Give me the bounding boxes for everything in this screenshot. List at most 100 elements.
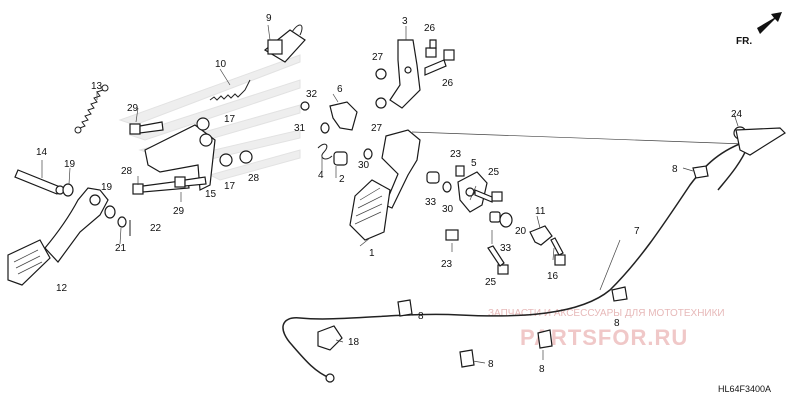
callout-17b: 17 — [224, 181, 236, 192]
callout-6: 6 — [337, 84, 343, 95]
callout-26b: 26 — [442, 78, 454, 89]
part-washer — [442, 181, 452, 193]
part-washer — [363, 148, 373, 160]
callout-28a: 28 — [121, 166, 133, 177]
callout-8a: 8 — [672, 164, 678, 175]
callout-4: 4 — [318, 170, 324, 181]
part-pivot-pin — [14, 169, 65, 195]
callout-27a: 27 — [372, 52, 384, 63]
part-bushing — [489, 211, 501, 223]
part-bolt-head — [375, 97, 387, 109]
callout-27b: 27 — [371, 123, 383, 134]
part-bolt — [425, 39, 437, 58]
part-washer-small — [117, 216, 127, 228]
direction-arrow-icon — [757, 12, 782, 34]
part-cable-joint — [529, 225, 553, 246]
callout-31: 31 — [294, 123, 306, 134]
part-cable-clamp — [611, 286, 628, 302]
part-bolt — [174, 176, 207, 188]
diagram-code: HL64F3400A — [718, 384, 771, 394]
part-stop-switch — [263, 24, 306, 63]
part-nut — [219, 153, 233, 167]
callout-2: 2 — [339, 174, 345, 185]
honda-wing-logo — [118, 54, 301, 181]
callout-11: 11 — [535, 206, 546, 217]
part-cable-stay — [389, 39, 421, 109]
callout-24: 24 — [731, 109, 743, 120]
callout-33a: 33 — [425, 197, 437, 208]
callout-20: 20 — [515, 226, 527, 237]
part-throttle-arm — [457, 171, 488, 213]
part-bolt — [424, 49, 455, 76]
callout-16: 16 — [547, 271, 559, 282]
part-pivot-arm — [329, 101, 358, 131]
part-bolt — [129, 121, 164, 135]
callout-18: 18 — [348, 337, 360, 348]
callout-29b: 29 — [173, 206, 185, 217]
part-cable-clamp — [397, 299, 413, 317]
callout-1: 1 — [369, 248, 375, 259]
part-nut-small — [320, 122, 330, 134]
callout-8e: 8 — [488, 359, 494, 370]
callout-26a: 26 — [424, 23, 436, 34]
callout-28b: 28 — [248, 173, 260, 184]
callout-23b: 23 — [441, 259, 453, 270]
part-bolt — [487, 245, 509, 275]
part-torsion-spring — [317, 143, 333, 160]
part-o-ring — [499, 212, 513, 228]
callout-29a: 29 — [127, 103, 139, 114]
callout-25a: 25 — [488, 167, 500, 178]
callout-8d: 8 — [539, 364, 545, 375]
part-bolt-head — [375, 68, 387, 80]
callout-12: 12 — [56, 283, 68, 294]
callout-25b: 25 — [485, 277, 497, 288]
callout-labels: 1 2 3 4 5 6 7 8 8 8 8 8 9 10 11 12 13 14… — [36, 13, 743, 375]
callout-19b: 19 — [101, 182, 113, 193]
part-washer-small — [300, 101, 310, 111]
part-cable-clamp — [692, 165, 709, 179]
part-washer — [104, 205, 116, 219]
part-brake-pedal — [7, 187, 109, 286]
callout-15: 15 — [205, 189, 217, 200]
callout-5: 5 — [471, 158, 477, 169]
callout-22: 22 — [150, 223, 162, 234]
callout-23a: 23 — [450, 149, 462, 160]
part-cable-clip — [317, 325, 343, 351]
callout-7: 7 — [634, 226, 640, 237]
callout-17a: 17 — [224, 114, 236, 125]
part-cable-clamp — [459, 349, 475, 368]
callout-32: 32 — [306, 89, 318, 100]
callout-10: 10 — [215, 59, 227, 70]
callout-21: 21 — [115, 243, 127, 254]
part-accelerator-pedal — [349, 129, 421, 241]
callout-8c: 8 — [614, 318, 620, 329]
part-throttle-cable — [282, 127, 786, 383]
part-switch-spring — [209, 79, 251, 101]
callout-19a: 19 — [64, 159, 76, 170]
leader-lines — [41, 24, 739, 364]
part-bolt — [474, 189, 503, 203]
reference-line — [411, 131, 746, 145]
part-collar — [455, 165, 465, 177]
callout-14: 14 — [36, 147, 48, 158]
part-washer — [62, 183, 74, 197]
direction-label: FR. — [736, 36, 752, 47]
watermark-text: ЗАПЧАСТИ И АКСЕССУАРЫ ДЛЯ МОТОТЕХНИКИ — [488, 308, 725, 319]
part-collar — [333, 151, 348, 166]
callout-3: 3 — [402, 16, 408, 27]
callout-8b: 8 — [418, 311, 424, 322]
part-nut — [196, 117, 210, 131]
part-collar — [445, 229, 459, 241]
callout-30b: 30 — [442, 204, 454, 215]
part-bolt — [550, 237, 566, 266]
part-return-spring — [74, 84, 109, 134]
part-nut — [239, 150, 253, 164]
callout-9: 9 — [266, 13, 272, 24]
part-cable-clamp — [537, 329, 553, 349]
part-bushing — [426, 171, 440, 184]
callout-30a: 30 — [358, 160, 370, 171]
callout-13: 13 — [91, 81, 103, 92]
callout-33b: 33 — [500, 243, 512, 254]
